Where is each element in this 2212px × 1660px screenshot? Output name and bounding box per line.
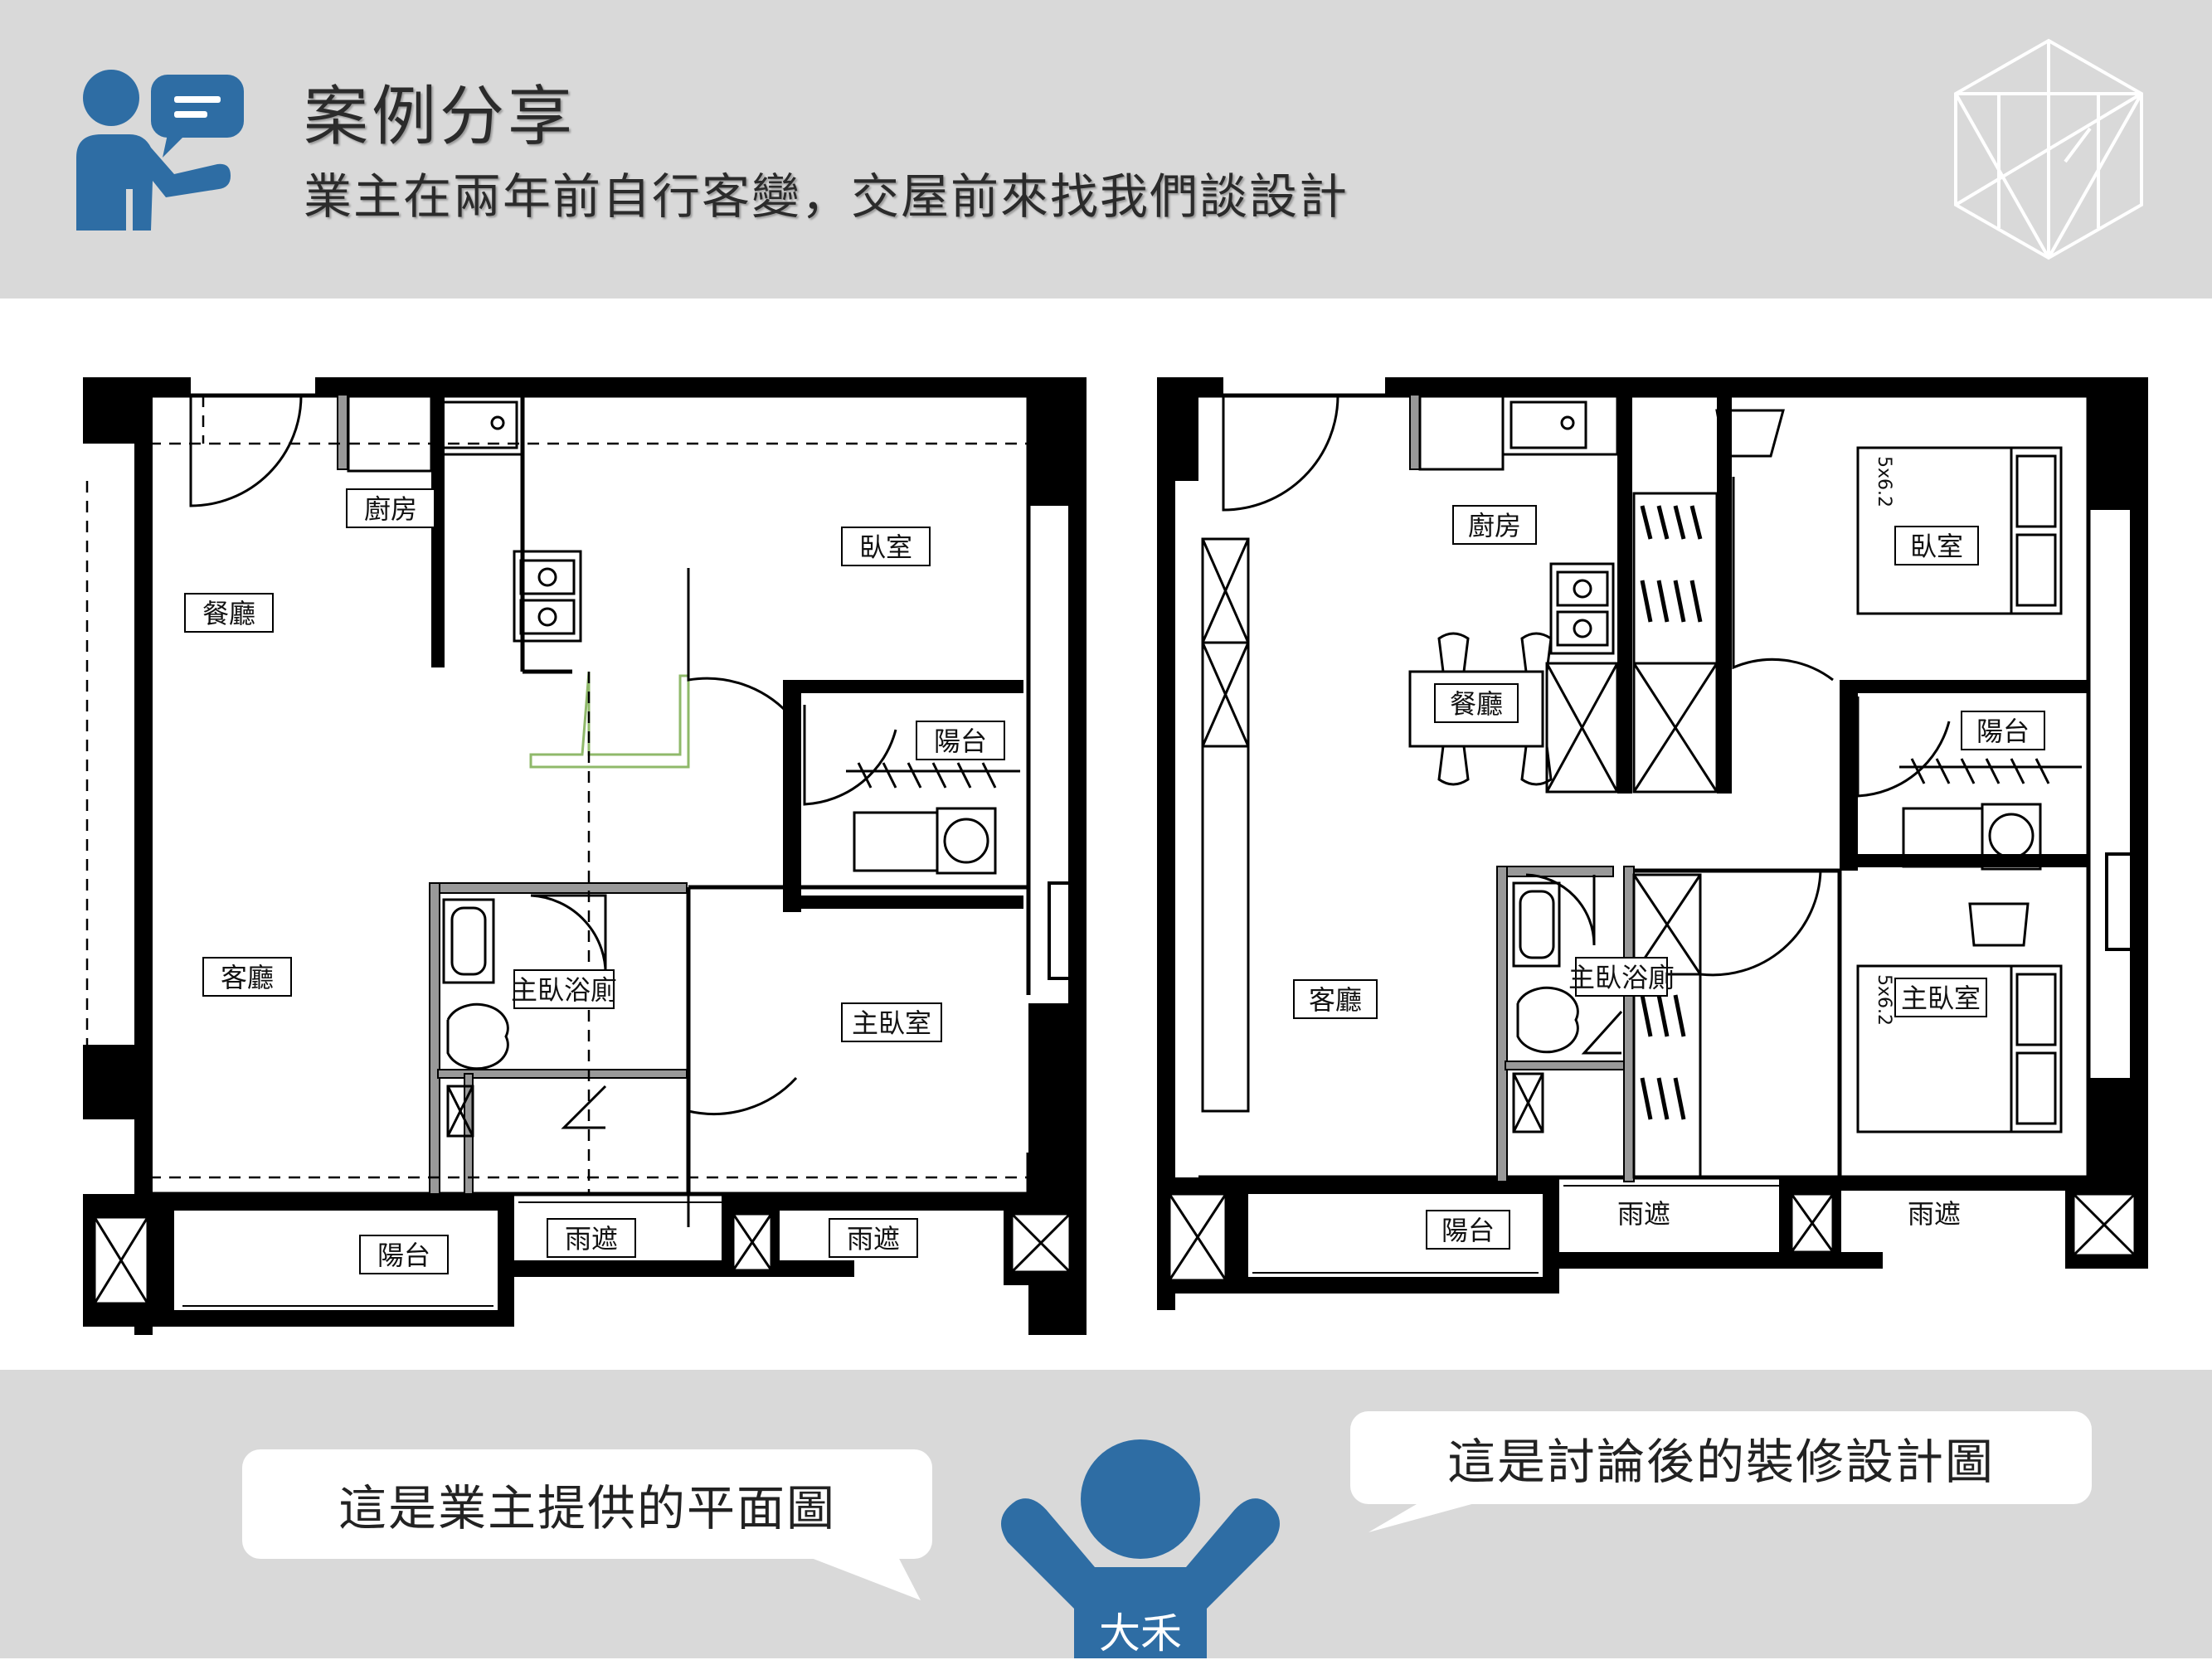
room-label-bedroom: 臥室 bbox=[1910, 531, 1963, 562]
room-label-living: 客廳 bbox=[1309, 984, 1362, 1016]
hexagon-logo-icon bbox=[1954, 38, 2143, 260]
room-label-master-bath: 主臥浴廁 bbox=[511, 974, 617, 1006]
mascot-person-icon bbox=[1001, 1439, 1280, 1658]
page-subtitle: 業主在兩年前自行客變，交屋前來找我們談設計 bbox=[304, 168, 1349, 225]
caption-original-text: 這是業主提供的平面圖 bbox=[338, 1480, 836, 1536]
floor-plan-original: 廚房 餐廳 臥室 陽台 客廳 主臥浴廁 主臥室 陽台 雨遮 雨遮 bbox=[83, 377, 1087, 1335]
bed-size-label: 5x6.2 bbox=[1874, 456, 1894, 507]
page-title: 案例分享 bbox=[304, 80, 576, 154]
room-label-balcony-rear: 陽台 bbox=[934, 726, 987, 757]
room-label-kitchen: 廚房 bbox=[1468, 510, 1521, 541]
bed-size-label: 5x6.2 bbox=[1874, 974, 1894, 1026]
header-band bbox=[0, 0, 2212, 299]
person-speech-bubble-icon bbox=[76, 70, 244, 231]
caption-redesign-text: 這是討論後的裝修設計圖 bbox=[1446, 1434, 1995, 1490]
room-label-balcony-rear: 陽台 bbox=[1976, 716, 2030, 747]
room-label-canopy: 雨遮 bbox=[1617, 1198, 1670, 1230]
room-label-kitchen: 廚房 bbox=[364, 493, 417, 525]
room-label-bedroom: 臥室 bbox=[859, 531, 912, 563]
room-label-living: 客廳 bbox=[221, 962, 274, 993]
room-label-dining: 餐廳 bbox=[202, 598, 255, 629]
room-label-canopy: 雨遮 bbox=[1908, 1198, 1961, 1230]
caption-bubble-redesign: 這是討論後的裝修設計圖 bbox=[1350, 1411, 2092, 1504]
bubble-tails bbox=[796, 1498, 1493, 1600]
room-label-master-bath: 主臥浴廁 bbox=[1568, 962, 1675, 993]
room-label-master-bedroom: 主臥室 bbox=[1901, 983, 1981, 1014]
mascot-name: 大禾 bbox=[1099, 1609, 1182, 1658]
room-label-master-bedroom: 主臥室 bbox=[852, 1007, 931, 1039]
room-label-balcony-front: 陽台 bbox=[1441, 1215, 1495, 1246]
room-label-dining: 餐廳 bbox=[1450, 688, 1503, 720]
room-label-canopy: 雨遮 bbox=[847, 1223, 900, 1255]
caption-bubble-original: 這是業主提供的平面圖 bbox=[242, 1449, 932, 1559]
room-label-balcony-front: 陽台 bbox=[377, 1240, 430, 1271]
floor-plan-redesign: 廚房 餐廳 臥室 陽台 客廳 主臥浴廁 主臥室 陽台 雨遮 雨遮 5x6.2 5… bbox=[1157, 377, 2148, 1310]
room-label-canopy: 雨遮 bbox=[565, 1223, 618, 1255]
